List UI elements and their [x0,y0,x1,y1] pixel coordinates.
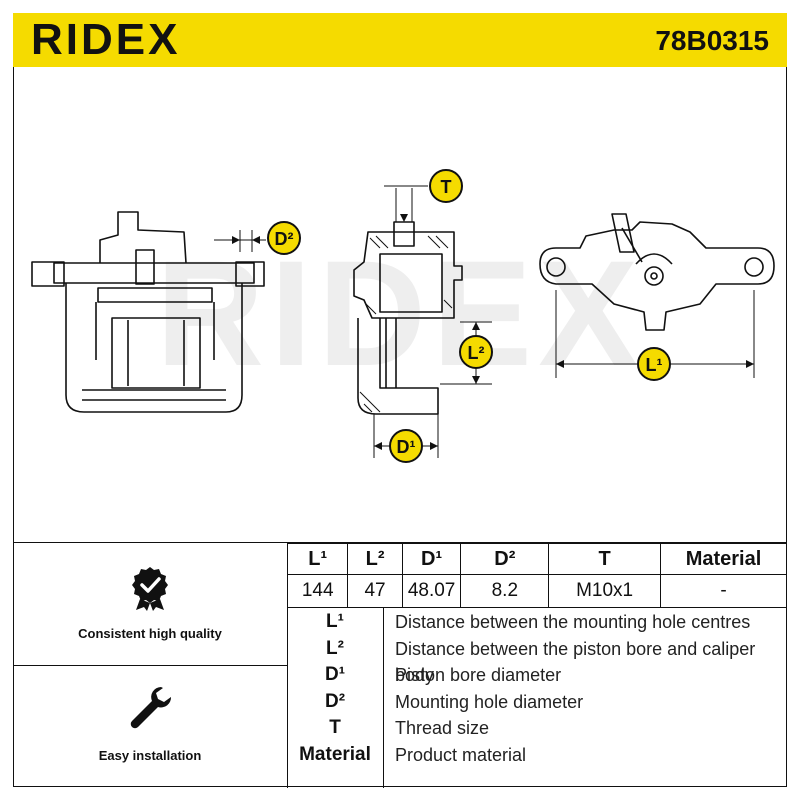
spec-value: 144 [286,574,349,608]
svg-text:L¹: L¹ [646,355,663,375]
watermark-text: RIDEX [156,229,644,397]
spec-table: L¹ L² D¹ D² T Material 144 47 48.07 8.2 … [286,543,787,608]
callout-t: T [429,169,463,203]
callout-l2: L² [459,335,493,369]
legend-row: L¹ Distance between the mounting hole ce… [326,611,751,632]
callout-d2: D² [267,221,301,255]
spec-header: L² [347,543,403,575]
callout-l1: L¹ [637,347,671,381]
spec-value: 8.2 [460,574,550,608]
spec-value: - [660,574,787,608]
feature-quality: Consistent high quality [13,565,287,641]
part-number: 78B0315 [655,25,769,56]
spec-header: Material [660,543,787,575]
spec-value: 47 [347,574,403,608]
caliper-section-view [353,221,463,415]
legend-row: D¹ Piston bore diameter [324,664,562,685]
spec-header: T [548,543,662,575]
header-bar: RIDEX 78B0315 [13,13,787,67]
caliper-drawing: RIDEX [31,169,775,463]
caliper-side-view [539,213,775,331]
legend-row: Material Product material [299,744,527,765]
feature-divider [13,665,287,666]
legend-row: T Thread size [329,717,490,738]
spec-value: M10x1 [548,574,662,608]
section-divider [287,543,288,788]
spec-header: D¹ [401,543,462,575]
brand-logo: RIDEX [31,15,181,64]
spec-section: Consistent high quality Easy installatio… [13,542,787,788]
dimension-arrows [232,214,754,450]
content-frame [13,67,787,787]
svg-text:L²: L² [468,343,485,363]
caliper-front-view [31,211,265,413]
spec-header: D² [460,543,550,575]
svg-text:D²: D² [275,229,294,249]
legend-row: D² Mounting hole diameter [324,691,584,712]
quality-check-icon [132,567,168,611]
spec-value: 48.07 [401,574,462,608]
feature-caption: Easy installation [98,748,202,763]
callout-d1: D¹ [389,429,423,463]
spec-header: L¹ [286,543,349,575]
feature-installation: Easy installation [13,685,287,763]
svg-text:T: T [441,177,452,197]
wrench-icon [130,687,172,729]
legend-divider [383,607,384,788]
legend-row: L² Distance between the piston bore and … [326,638,756,685]
feature-caption: Consistent high quality [78,626,222,641]
svg-text:D¹: D¹ [397,437,416,457]
